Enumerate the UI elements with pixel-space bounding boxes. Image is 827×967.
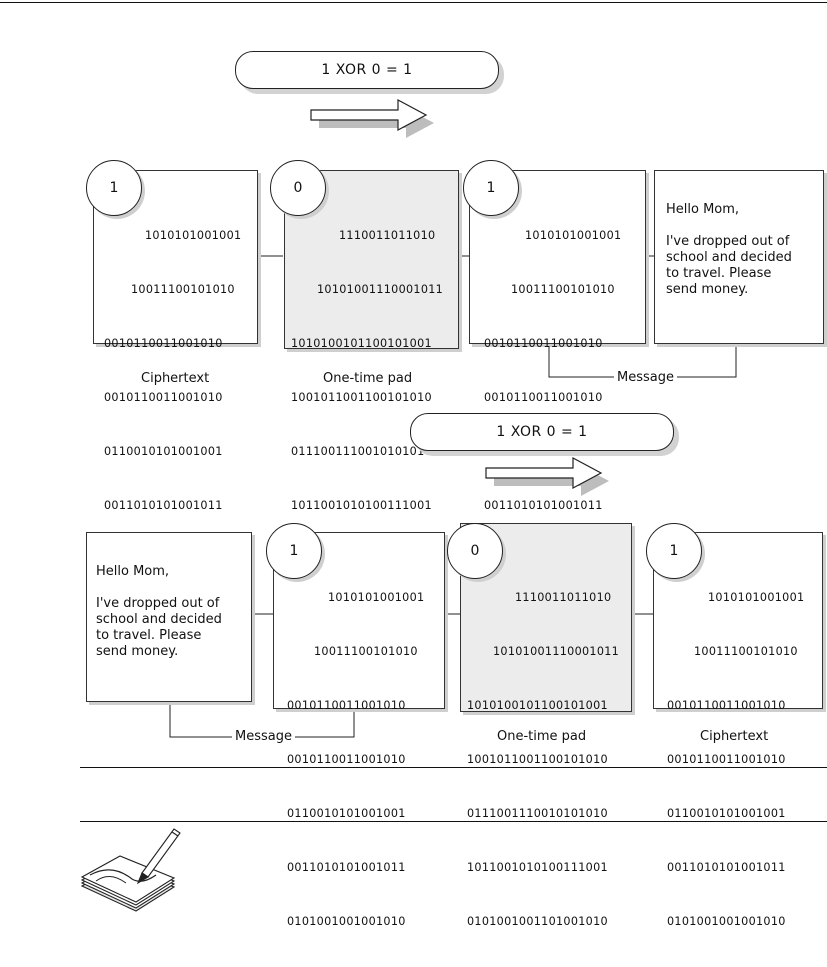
bottom-ciphertext-caption: Ciphertext: [700, 729, 769, 744]
bit-label: 0: [470, 543, 480, 559]
bottom-pad-bit-circle: 0: [447, 523, 503, 579]
bit-row: 1010101001001: [525, 229, 622, 242]
bit-row: 1010100101100101001: [467, 699, 608, 712]
bit-row: 0010110011001010: [484, 337, 603, 350]
top-xor-equation: 1 XOR 0 = 1: [235, 51, 499, 89]
bottom-arrow-icon: [485, 456, 609, 496]
top-message-bit-circle: 1: [463, 160, 519, 216]
bottom-message-text: Hello Mom, I've dropped out of school an…: [96, 564, 222, 659]
page-top-rule: [0, 2, 827, 3]
bottom-message-text-box: Hello Mom, I've dropped out of school an…: [86, 532, 252, 702]
bit-row: 10011100101010: [131, 283, 235, 296]
top-ciphertext-caption: Ciphertext: [141, 371, 210, 386]
bit-row: 1011001010100111001: [291, 499, 432, 512]
top-xor-equation-text: 1 XOR 0 = 1: [321, 62, 413, 78]
bit-row: 0011010101001011: [484, 499, 603, 512]
bottom-pad-caption: One-time pad: [497, 729, 587, 744]
bottom-ciphertext-bits: 1010101001001 10011100101010 00101100110…: [667, 553, 804, 967]
bit-row: 0110010101001001: [287, 807, 406, 820]
bit-row: 1001011001100101010: [467, 753, 608, 766]
bit-row: 0010110011001010: [667, 699, 786, 712]
bit-row: 10011100101010: [314, 645, 418, 658]
bit-row: 1001011001100101010: [291, 391, 432, 404]
bit-row: 10011100101010: [694, 645, 798, 658]
bit-row: 1010101001001: [328, 591, 425, 604]
bit-label: 1: [109, 180, 119, 196]
bottom-pad-box: 1110011011010 10101001110001011 10101001…: [460, 523, 632, 928]
bit-row: 10011100101010: [511, 283, 615, 296]
bit-row: 1010100101100101001: [291, 337, 432, 350]
bit-row: 0011010101001011: [104, 499, 223, 512]
bit-row: 1010101001001: [708, 591, 805, 604]
bit-row: 0010110011001010: [104, 337, 223, 350]
figure-bottom-rule: [80, 767, 827, 768]
bit-label: 1: [486, 180, 496, 196]
bit-label: 1: [289, 543, 299, 559]
bit-row: 10101001110001011: [317, 283, 444, 296]
bottom-xor-equation-text: 1 XOR 0 = 1: [496, 424, 588, 440]
bit-label: 0: [293, 180, 303, 196]
bottom-message-bits: 1010101001001 10011100101010 00101100110…: [287, 553, 424, 967]
note-pad-pencil-icon: [80, 828, 181, 912]
bit-row: 0010110011001010: [287, 753, 406, 766]
bottom-message-caption: Message: [232, 729, 295, 744]
top-ciphertext-bit-circle: 1: [86, 160, 142, 216]
top-message-text-box: Hello Mom, I've dropped out of school an…: [654, 170, 824, 344]
top-pad-bits: 1110011011010 10101001110001011 10101001…: [291, 191, 443, 605]
top-message-caption: Message: [614, 370, 677, 385]
bottom-ciphertext-bit-circle: 1: [646, 523, 702, 579]
top-pad-box: 1110011011010 10101001110001011 10101001…: [284, 170, 459, 566]
bit-row: 0110010101001001: [667, 807, 786, 820]
bit-row: 0101001001001010: [287, 915, 406, 928]
bottom-message-bit-circle: 1: [266, 523, 322, 579]
bit-row: 0101001001101001010: [467, 915, 608, 928]
bit-row: 1010101001001: [145, 229, 242, 242]
bit-row: 0011010101001011: [667, 861, 786, 874]
bit-row: 0011010101001011: [287, 861, 406, 874]
bit-row: 0101001001001010: [667, 915, 786, 928]
bit-row: 1011001010100111001: [467, 861, 608, 874]
bit-label: 1: [669, 543, 679, 559]
bit-row: 0111001110010101010: [467, 807, 608, 820]
bit-row: 1110011011010: [339, 229, 436, 242]
top-pad-caption: One-time pad: [323, 371, 413, 386]
bit-row: 1110011011010: [515, 591, 612, 604]
section-rule: [80, 821, 827, 822]
bit-row: 0010110011001010: [484, 391, 603, 404]
bottom-xor-equation: 1 XOR 0 = 1: [410, 413, 674, 451]
bit-row: 0010110011001010: [287, 699, 406, 712]
bottom-pad-bits: 1110011011010 10101001110001011 10101001…: [467, 553, 619, 967]
bit-row: 0111001110010101010: [291, 445, 432, 458]
top-message-text: Hello Mom, I've dropped out of school an…: [666, 202, 792, 297]
bit-row: 0110010101001001: [104, 445, 223, 458]
bit-row: 10101001110001011: [493, 645, 620, 658]
bit-row: 0010110011001010: [667, 753, 786, 766]
top-pad-bit-circle: 0: [270, 160, 326, 216]
top-arrow-icon: [310, 98, 434, 138]
bit-row: 0010110011001010: [104, 391, 223, 404]
